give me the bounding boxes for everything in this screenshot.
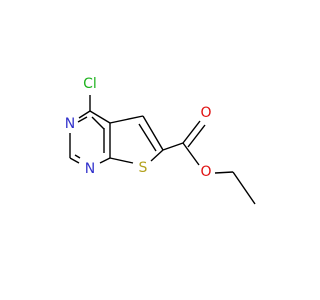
bond-c4a-c5 bbox=[109, 115, 144, 124]
bond-c4a-c4 bbox=[89, 110, 111, 124]
bond-n1-c7a bbox=[99, 157, 111, 164]
bond-ch2-ch3 bbox=[232, 171, 256, 205]
bond-s-c7a bbox=[109, 157, 134, 164]
atom-nitrogen-3: N bbox=[65, 116, 75, 132]
bond-carbonyl-o-2 bbox=[187, 124, 206, 148]
bond-c4-n3-inner bbox=[77, 116, 88, 123]
atom-sulfur: S bbox=[139, 160, 148, 176]
atom-oxygen-ester: O bbox=[200, 164, 211, 180]
bond-c6-ccarbonyl bbox=[162, 142, 184, 151]
bond-carbonyl-oester bbox=[182, 142, 200, 166]
atom-nitrogen-1: N bbox=[85, 161, 95, 177]
bond-c4-n3 bbox=[78, 110, 91, 119]
bond-oester-ch2 bbox=[214, 171, 234, 174]
structure-canvas: Cl N N S O O bbox=[65, 76, 256, 205]
bond-c2-n1-inner bbox=[74, 154, 81, 159]
bond-c5-c6-inner bbox=[138, 123, 157, 152]
bond-c4a-c4-inner bbox=[91, 116, 105, 130]
atom-oxygen-carbonyl: O bbox=[200, 105, 211, 121]
atom-label-layer: Cl N N S O O bbox=[65, 76, 212, 180]
bond-layer bbox=[69, 95, 256, 205]
atom-chlorine: Cl bbox=[83, 76, 97, 92]
bond-carbonyl-o bbox=[182, 120, 201, 144]
bond-c2-n1 bbox=[69, 157, 80, 164]
bond-c5-c6 bbox=[142, 115, 164, 151]
molecule-drawing: Cl N N S O O bbox=[65, 76, 256, 205]
bond-c6-s bbox=[150, 149, 164, 162]
